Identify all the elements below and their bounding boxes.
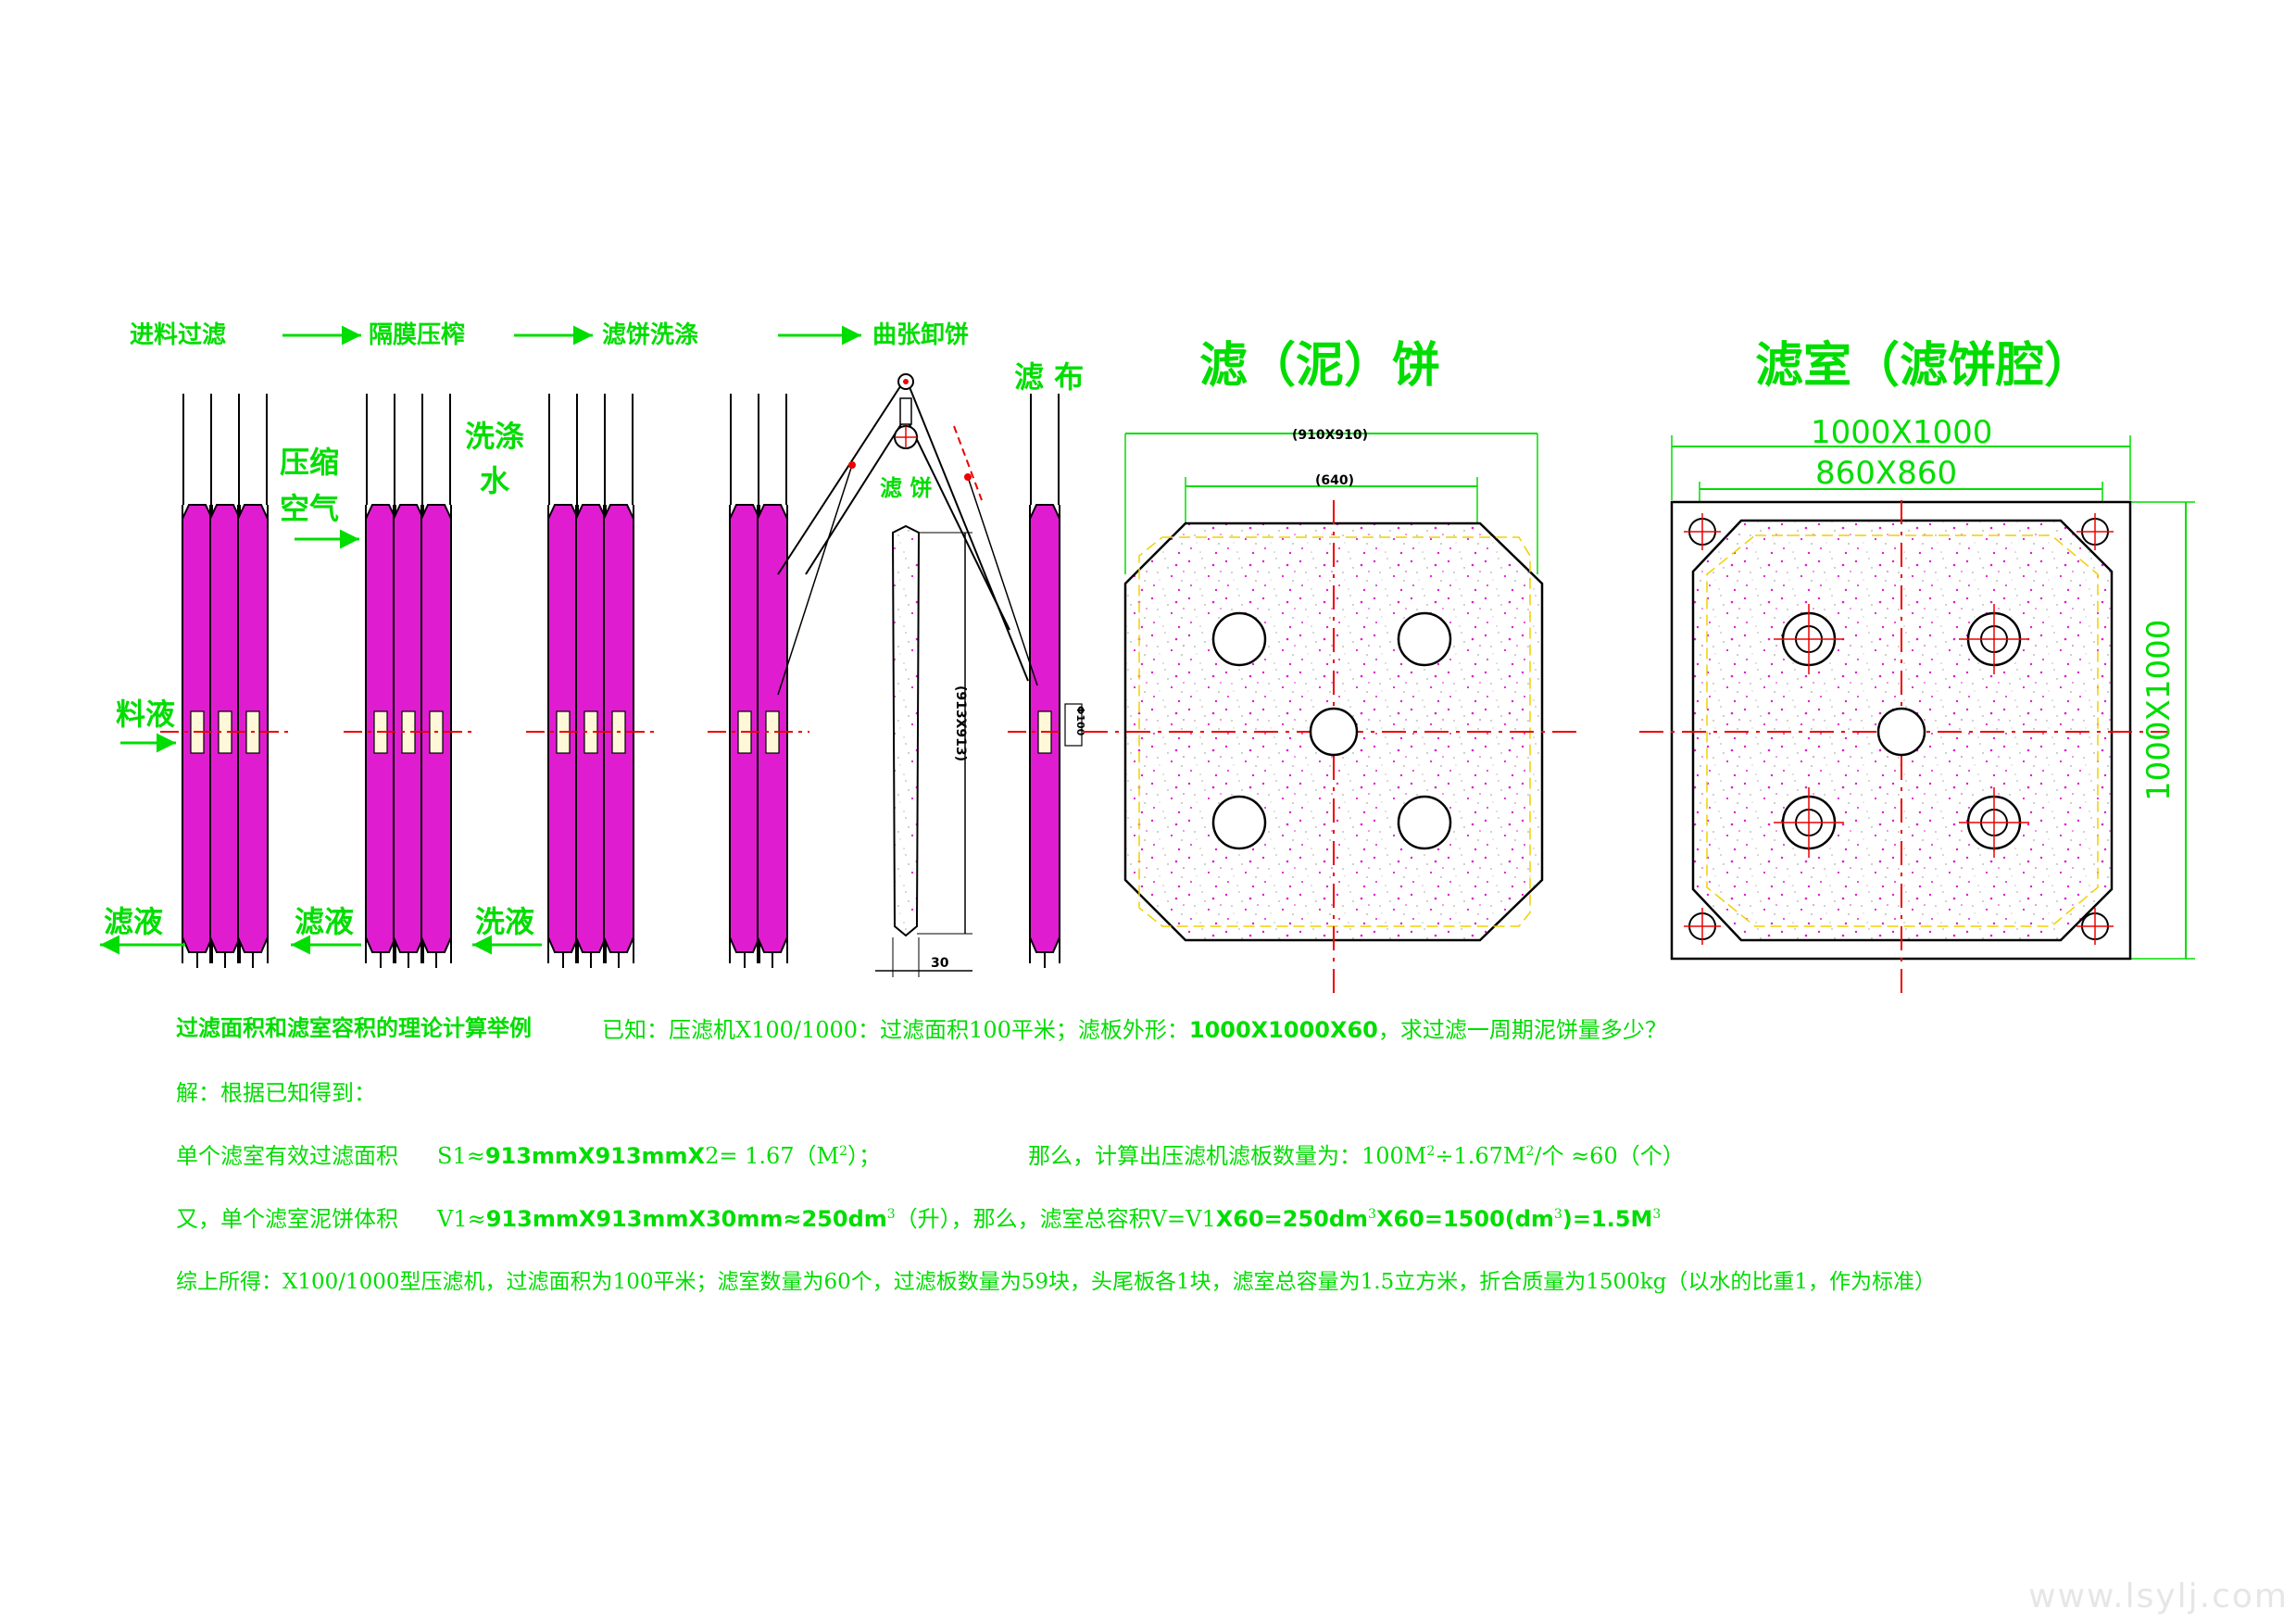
chamber-side-dim: 1000X1000 (2140, 620, 2177, 801)
plate-stack (344, 394, 473, 968)
calc-plate-count: 那么，计算出压滤机滤板数量为：100M2÷1.67M2/个 ≈60（个） (1028, 1143, 1685, 1169)
falling-cake: (913X913) 30 (875, 524, 972, 977)
step-cake-wash: 滤饼洗涤 (602, 321, 698, 349)
cake-length-dim: (913X913) (953, 685, 968, 761)
chamber-plate: 1000X1000 860X860 1000X1000 (1639, 414, 2195, 1000)
calc-solve: 解：根据已知得到： (176, 1080, 376, 1106)
cake-thickness-dim: 30 (931, 956, 949, 971)
cake-plate: (910X910) (640) (1084, 428, 1584, 1000)
step-cake-discharge: 曲张卸饼 (872, 320, 969, 349)
label-wash-water-2: 水 (480, 463, 510, 498)
port-dim-box (1064, 703, 1083, 747)
label-feed: 料液 (116, 697, 175, 732)
label-wash-water-1: 洗涤 (465, 419, 524, 454)
cake-outer-dim: (910X910) (1292, 428, 1368, 443)
chamber-diagram-title: 滤室（滤饼腔） (1755, 338, 2092, 394)
cake-inner-dim: (640) (1315, 473, 1354, 488)
label-wash-liquid: 洗液 (475, 904, 534, 939)
plate-stack (526, 394, 656, 968)
calc-heading: 过滤面积和滤室容积的理论计算举例 (176, 1015, 532, 1041)
step-feed-filtration: 进料过滤 (130, 321, 226, 349)
label-filter-cloth: 滤 布 (1014, 359, 1084, 395)
plate-stack (708, 394, 809, 968)
label-compressed-air-1: 压缩 (280, 445, 339, 480)
calc-summary: 综上所得：X100/1000型压滤机，过滤面积为100平米；滤室数量为60个，过… (176, 1270, 1937, 1294)
plate-stacks (160, 394, 1082, 968)
label-filtrate-1: 滤液 (104, 904, 163, 939)
cake-diagram-title: 滤（泥）饼 (1199, 338, 1440, 394)
plate-stack (160, 394, 290, 968)
watermark: www.lsylj.com (2028, 1577, 2289, 1615)
calc-question: 已知：压滤机X100/1000：过滤面积100平米；滤板外形：1000X1000… (602, 1017, 1667, 1043)
step-diaphragm-press: 隔膜压榨 (369, 320, 465, 349)
chamber-outer-dim: 1000X1000 (1811, 414, 1992, 451)
label-compressed-air-2: 空气 (280, 491, 339, 526)
label-filtrate-2: 滤液 (295, 904, 354, 939)
discharge-frame (777, 373, 1038, 696)
port-dim: Φ100 (1074, 706, 1086, 736)
plate-stack (1008, 394, 1082, 968)
chamber-inner-dim: 860X860 (1815, 455, 1957, 492)
label-filter-cake: 滤 饼 (880, 475, 932, 501)
